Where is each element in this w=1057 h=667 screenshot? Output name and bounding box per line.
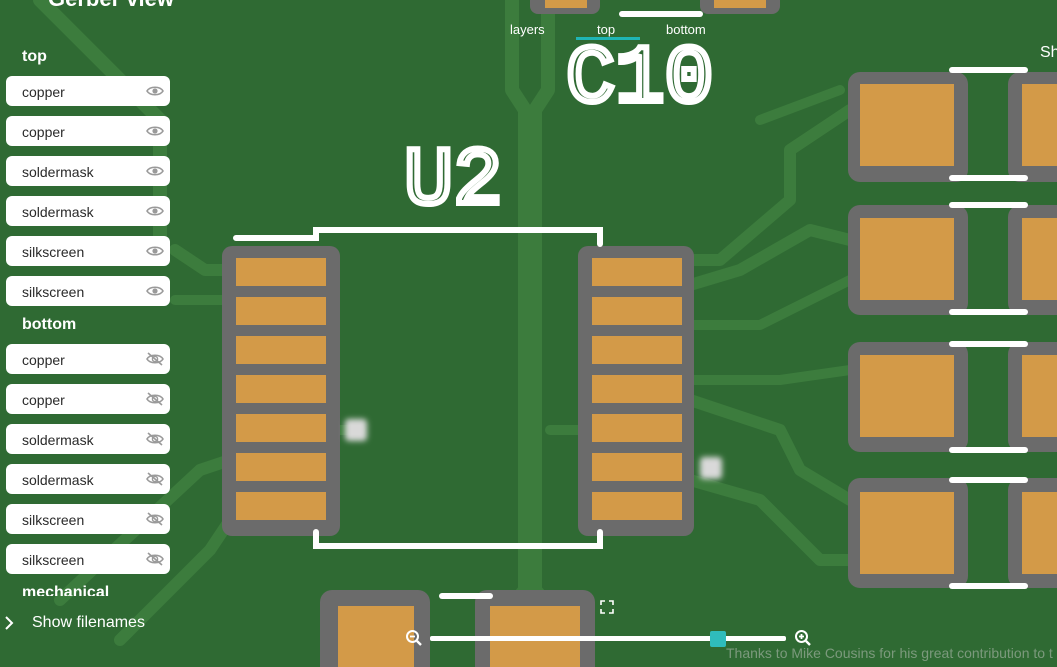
- layer-top-silkscreen-1[interactable]: silkscreen: [6, 236, 170, 266]
- layer-label: silkscreen: [22, 512, 85, 528]
- layer-top-soldermask-2[interactable]: soldermask: [6, 196, 170, 226]
- layer-bottom-silkscreen-1[interactable]: silkscreen: [6, 504, 170, 534]
- layer-label: copper: [22, 392, 65, 408]
- layer-bottom-soldermask-1[interactable]: soldermask: [6, 424, 170, 454]
- layer-top-soldermask-1[interactable]: soldermask: [6, 156, 170, 186]
- app-title: Gerber view: [48, 0, 174, 12]
- layer-label: silkscreen: [22, 284, 85, 300]
- eye-icon[interactable]: [146, 123, 164, 139]
- designator-u2: U2: [404, 135, 502, 228]
- zoom-slider-thumb[interactable]: [710, 631, 727, 647]
- layer-bottom-copper-1[interactable]: copper: [6, 344, 170, 374]
- copper-pads: [236, 0, 1057, 667]
- layer-bottom-copper-2[interactable]: copper: [6, 384, 170, 414]
- layer-label: silkscreen: [22, 244, 85, 260]
- copper-traces: [33, 0, 856, 667]
- tab-layers[interactable]: layers: [510, 22, 545, 37]
- layer-label: soldermask: [22, 164, 94, 180]
- active-tab-indicator: [576, 37, 640, 40]
- layer-group-mechanical-label: mechanical: [22, 584, 110, 596]
- eye-off-icon[interactable]: [146, 511, 164, 527]
- chevron-right-icon: [5, 616, 14, 630]
- eye-icon[interactable]: [146, 243, 164, 259]
- layer-label: copper: [22, 124, 65, 140]
- designator-c10: C10: [566, 33, 714, 126]
- tab-top[interactable]: top: [597, 22, 616, 37]
- layer-group-bottom-label: bottom: [22, 316, 77, 333]
- show-filenames-label: Show filenames: [32, 614, 145, 631]
- tab-bottom[interactable]: bottom: [666, 22, 706, 37]
- eye-icon[interactable]: [146, 83, 164, 99]
- eye-icon[interactable]: [146, 203, 164, 219]
- eye-off-icon[interactable]: [146, 471, 164, 487]
- layer-label: soldermask: [22, 204, 94, 220]
- layer-top-copper-1[interactable]: copper: [6, 76, 170, 106]
- layer-label: soldermask: [22, 472, 94, 488]
- clipped-header-text: Sh: [1040, 44, 1057, 61]
- eye-off-icon[interactable]: [146, 391, 164, 407]
- layer-label: soldermask: [22, 432, 94, 448]
- silkscreen: [233, 11, 1028, 599]
- eye-off-icon[interactable]: [146, 431, 164, 447]
- eye-icon[interactable]: [146, 283, 164, 299]
- vias: [345, 419, 722, 479]
- layer-top-silkscreen-2[interactable]: silkscreen: [6, 276, 170, 306]
- zoom-in-icon[interactable]: [794, 629, 812, 647]
- layer-top-copper-2[interactable]: copper: [6, 116, 170, 146]
- layer-label: copper: [22, 84, 65, 100]
- fit-screen-icon[interactable]: [600, 600, 614, 614]
- eye-off-icon[interactable]: [146, 351, 164, 367]
- eye-icon[interactable]: [146, 163, 164, 179]
- layer-group-top-label: top: [22, 48, 47, 65]
- layer-bottom-silkscreen-2[interactable]: silkscreen: [6, 544, 170, 574]
- layer-label: silkscreen: [22, 552, 85, 568]
- zoom-out-icon[interactable]: [405, 629, 423, 647]
- layer-bottom-soldermask-2[interactable]: soldermask: [6, 464, 170, 494]
- eye-off-icon[interactable]: [146, 551, 164, 567]
- zoom-slider-track[interactable]: [430, 636, 786, 641]
- layer-label: copper: [22, 352, 65, 368]
- credit-text: Thanks to Mike Cousins for his great con…: [726, 645, 1053, 661]
